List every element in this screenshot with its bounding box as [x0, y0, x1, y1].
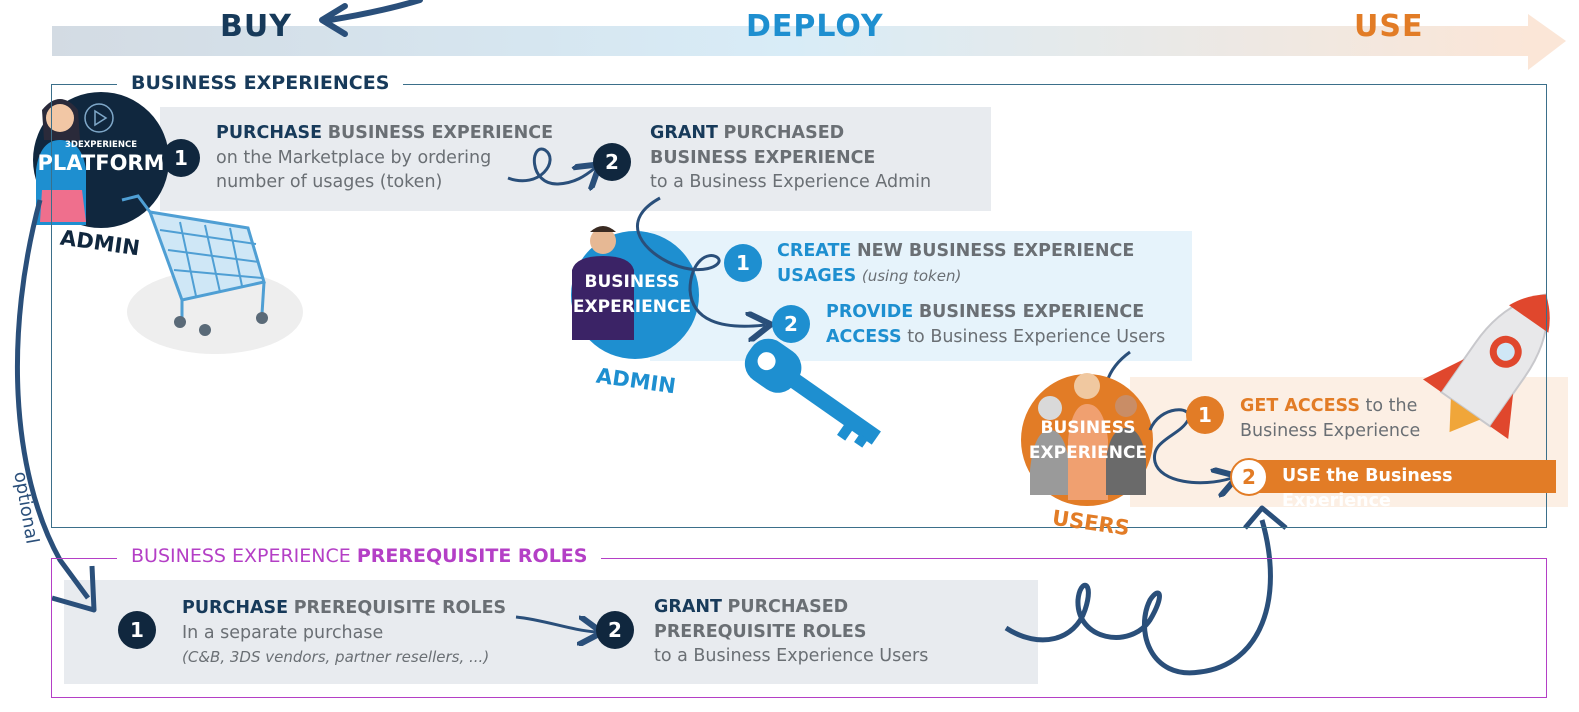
prereq-step2-bold2: PURCHASED: [727, 597, 849, 617]
be-users-step2-bold: USE: [1282, 466, 1321, 486]
prerequisite-roles-frame: [51, 558, 1547, 698]
be-users-step1-line2: Business Experience: [1240, 420, 1421, 441]
prereq-step1-bold: PURCHASE: [182, 598, 289, 618]
be-admin-circle-line2: EXPERIENCE: [572, 297, 692, 317]
be-users-step2-text: USE the Business Experience: [1282, 464, 1562, 513]
be-users-step2-rest: the Business Experience: [1282, 466, 1453, 511]
platform-step1-bold: PURCHASE: [216, 123, 323, 143]
prereq-title-part1: BUSINESS EXPERIENCE: [131, 545, 351, 567]
prereq-step2-bold: GRANT: [654, 597, 722, 617]
phase-deploy: DEPLOY: [746, 9, 884, 44]
prereq-step2-line2: PREREQUISITE ROLES: [654, 621, 867, 642]
prerequisite-roles-title: BUSINESS EXPERIENCE PREREQUISITE ROLES: [117, 545, 602, 567]
be-admin-step1-line2-bold: USAGES: [777, 265, 857, 286]
platform-step1-badge: 1: [162, 139, 200, 177]
be-admin-step2-line2-bold: ACCESS: [826, 326, 902, 347]
prereq-panel: [64, 580, 1038, 684]
platform-label: PLATFORM: [37, 151, 165, 175]
shopping-cart-icon: [121, 194, 303, 354]
be-users-avatar: [1021, 373, 1153, 506]
key-icon: [744, 338, 881, 448]
prereq-title-part2: PREREQUISITE ROLES: [356, 545, 588, 567]
flow-arrow-users: [1148, 408, 1232, 483]
be-admin-step2-badge: 2: [772, 305, 810, 343]
be-admin-step1-badge: 1: [724, 244, 762, 282]
phase-use: USE: [1354, 9, 1424, 44]
be-admin-step1-bold2: NEW BUSINESS EXPERIENCE: [856, 241, 1135, 261]
be-admin-step2-text: PROVIDE BUSINESS EXPERIENCE ACCESS to Bu…: [826, 300, 1186, 349]
use-bar: [1250, 460, 1556, 493]
platform-step2-bold2: PURCHASED: [723, 123, 845, 143]
be-users-circle-line2: EXPERIENCE: [1028, 443, 1148, 463]
platform-admin-panel: [160, 107, 991, 211]
prereq-step1-badge: 1: [118, 611, 156, 649]
platform-step2-bold: GRANT: [650, 123, 718, 143]
flow-arrow-grant-to-admin: [636, 196, 765, 326]
platform-step1-bold2: BUSINESS EXPERIENCE: [327, 123, 554, 143]
be-users-step2-badge: 2: [1230, 458, 1268, 496]
buy-pointer-arrow: [327, 0, 423, 23]
be-users-step1-bold: GET ACCESS: [1240, 396, 1360, 416]
prereq-step1-text: PURCHASE PREREQUISITE ROLES In a separat…: [182, 596, 522, 670]
phase-buy: BUY: [220, 9, 292, 44]
platform-step2-badge: 2: [593, 143, 631, 181]
platform-step2-line2: BUSINESS EXPERIENCE: [650, 147, 876, 168]
be-admin-step2-bold: PROVIDE: [826, 302, 914, 322]
platform-admin-avatar: [33, 92, 169, 228]
platform-step1-text: PURCHASE BUSINESS EXPERIENCE on the Mark…: [216, 121, 556, 195]
be-admin-step2-line2: to Business Experience Users: [907, 326, 1166, 347]
be-admin-step2-bold2: BUSINESS EXPERIENCE: [918, 302, 1145, 322]
flow-arrow-prereq-to-use: [1004, 519, 1273, 676]
prereq-step1-bold2: PREREQUISITE ROLES: [293, 598, 507, 618]
be-users-step1-badge: 1: [1186, 396, 1224, 434]
be-users-step1-rest: to the: [1365, 396, 1418, 416]
flow-arrow-top: [507, 147, 595, 184]
platform-step2-line3: to a Business Experience Admin: [650, 172, 932, 192]
platform-step1-line2: on the Marketplace by ordering: [216, 147, 492, 168]
prereq-step2-badge: 2: [596, 611, 634, 649]
prereq-step2-line3: to a Business Experience Users: [654, 646, 929, 666]
business-experiences-frame: [51, 84, 1547, 528]
platform-step1-line3: number of usages (token): [216, 172, 443, 192]
be-admin-step1-line2-italic: (using token): [861, 266, 962, 285]
be-admin-circle-line1: BUSINESS: [584, 272, 680, 292]
business-experiences-title: BUSINESS EXPERIENCES: [117, 72, 404, 94]
be-admin-step1-text: CREATE NEW BUSINESS EXPERIENCE USAGES (u…: [777, 239, 1177, 288]
be-users-circle-line1: BUSINESS: [1040, 418, 1136, 438]
prereq-step1-line2: In a separate purchase: [182, 622, 384, 643]
flow-arrow-prereq: [515, 615, 596, 632]
be-admin-step1-bold: CREATE: [777, 241, 852, 261]
platform-play-icon: [94, 109, 108, 127]
prereq-step2-text: GRANT PURCHASED PREREQUISITE ROLES to a …: [654, 595, 974, 669]
rocket-icon: [1422, 293, 1550, 439]
optional-arrow: [15, 199, 91, 600]
be-users-step1-text: GET ACCESS to the Business Experience: [1240, 394, 1540, 443]
platform-brand: 3DEXPERIENCE: [64, 140, 138, 150]
phase-arrow: [52, 14, 1566, 70]
prereq-step1-line3: (C&B, 3DS vendors, partner resellers, ..…: [182, 648, 490, 666]
platform-step2-text: GRANT PURCHASED BUSINESS EXPERIENCE to a…: [650, 121, 970, 195]
